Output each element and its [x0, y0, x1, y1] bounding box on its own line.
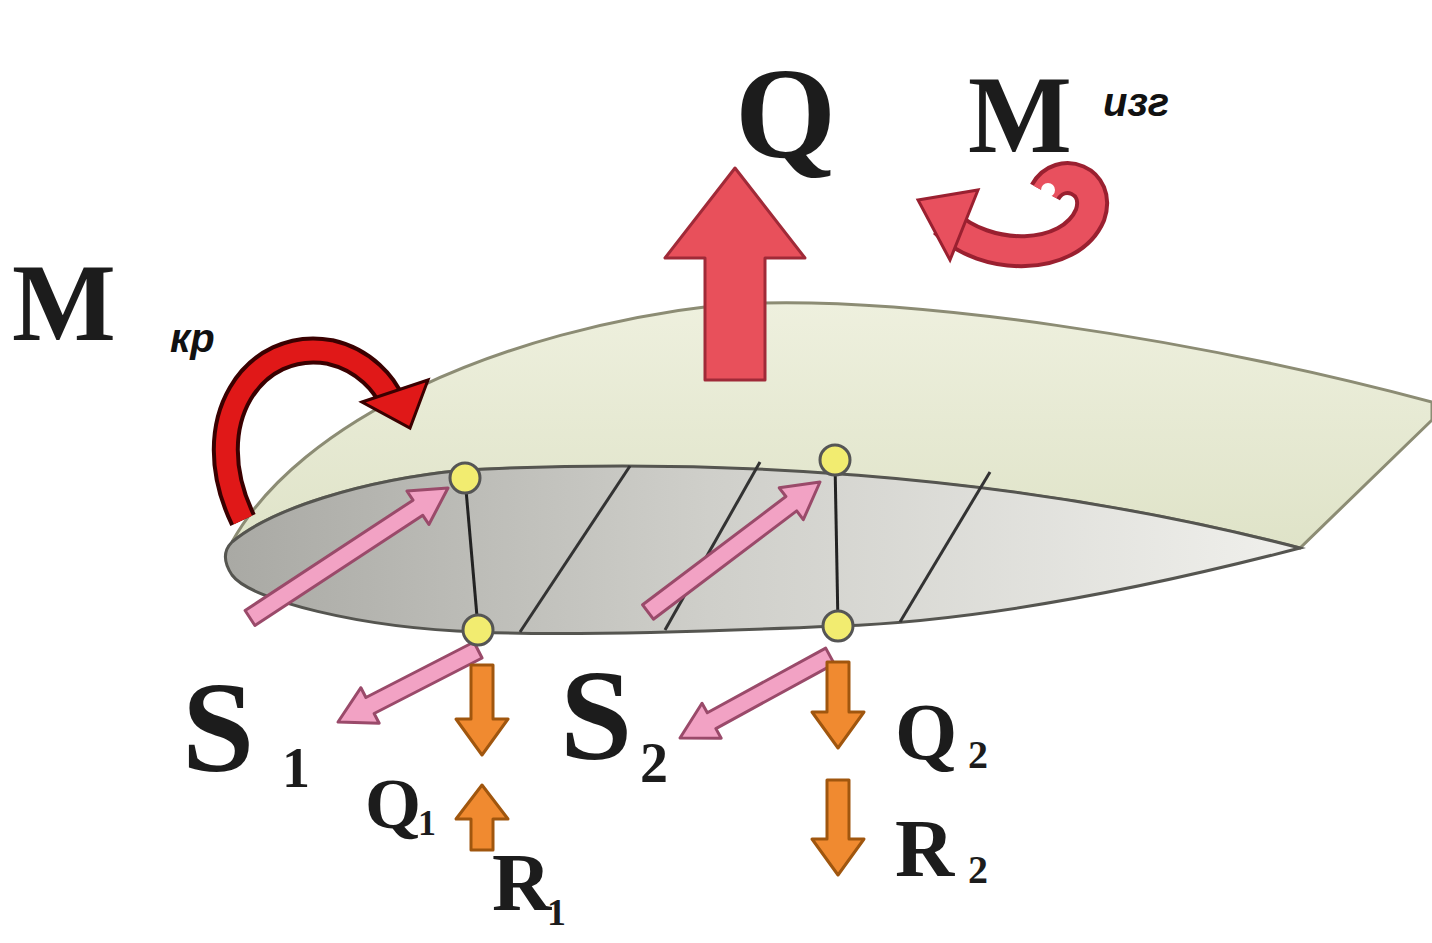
- subscript: 1: [547, 893, 566, 931]
- force-arrow: [456, 665, 508, 755]
- reaction-symbol: R: [492, 842, 551, 924]
- subscript: 2: [640, 735, 668, 791]
- reaction-symbol: R: [895, 808, 954, 890]
- moment-symbol: M: [12, 248, 116, 358]
- shear-arrow: [338, 642, 482, 723]
- subscript: 2: [968, 850, 988, 890]
- reaction-arrow: [456, 785, 508, 850]
- torque-arrow: [226, 350, 428, 520]
- subscript: 1: [282, 740, 310, 796]
- subscript: изг: [1103, 82, 1169, 122]
- shear-arrow: [643, 482, 820, 619]
- reaction-arrow: [812, 780, 864, 875]
- force-symbol: Q: [895, 692, 957, 772]
- subscript: 2: [968, 735, 988, 775]
- wing-section: [225, 466, 1300, 634]
- bending-moment-arrow: [918, 178, 1092, 260]
- subscript: 1: [418, 805, 436, 841]
- force-symbol: S: [560, 650, 632, 780]
- force-arrows: [245, 168, 864, 875]
- force-arrow: [812, 662, 864, 748]
- shear-arrow: [245, 488, 448, 626]
- force-symbol: Q: [735, 48, 836, 178]
- force-symbol: Q: [365, 768, 421, 840]
- section-hatch: [520, 462, 990, 632]
- spar-caps: [450, 445, 853, 645]
- force-symbol: S: [182, 662, 254, 792]
- spar-lines: [465, 462, 838, 628]
- lift-arrow: [665, 168, 805, 380]
- shear-arrow: [680, 648, 834, 738]
- moment-symbol: M: [968, 60, 1072, 170]
- subscript: кр: [170, 318, 215, 358]
